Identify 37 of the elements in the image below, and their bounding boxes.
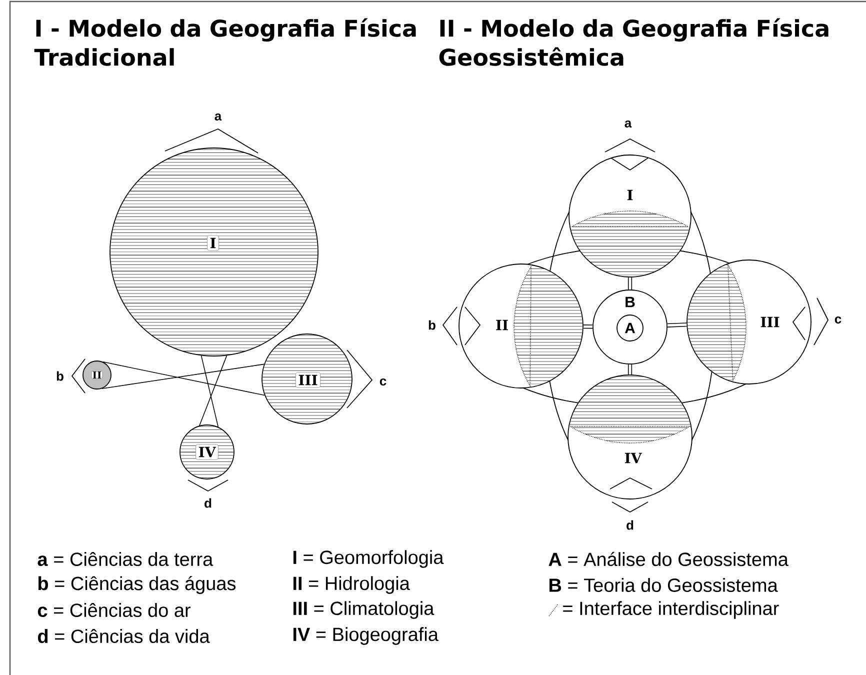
numeral-label: A xyxy=(624,322,636,334)
legend-text: B = Teoria do Geossistema xyxy=(549,578,778,592)
numeral-label: B xyxy=(626,296,635,308)
legend-text: = Interface interdisciplinar xyxy=(563,601,779,619)
numeral-label: II xyxy=(496,320,508,330)
title-heading: II - Modelo da Geografia Física Geossistêmica xyxy=(439,18,828,66)
crossing-connector xyxy=(102,362,265,396)
letter-label: d xyxy=(626,520,634,530)
letter-label: a xyxy=(624,120,632,128)
numeral-label: IV xyxy=(196,444,218,460)
numeral-label: IV xyxy=(624,452,642,464)
letter-label: c xyxy=(380,378,386,386)
legend-text: c = Ciências do ar xyxy=(38,603,191,618)
double-connector xyxy=(667,322,687,328)
double-connector xyxy=(583,324,593,329)
double-connector xyxy=(628,277,632,290)
numeral-label: I xyxy=(627,190,633,200)
legend-text: a = Ciências da terra xyxy=(38,552,214,566)
numeral-label: I xyxy=(207,235,219,251)
numeral-label: II xyxy=(91,370,103,380)
numeral-label: III xyxy=(295,372,321,388)
legend-text: III = Climatologia xyxy=(293,601,434,619)
letter-label: d xyxy=(204,498,212,508)
numeral-label: III xyxy=(760,316,780,328)
legend-text: II = Hidrologia xyxy=(293,576,410,594)
legend-text: A = Análise do Geossistema xyxy=(548,552,788,566)
legend-text: IV = Biogeografia xyxy=(293,627,438,645)
double-connector xyxy=(628,364,632,375)
legend-text: b = Ciências das águas xyxy=(38,576,236,594)
crossing-connector xyxy=(199,355,228,428)
legend-text: I = Geomorfologia xyxy=(293,550,444,568)
letter-label: b xyxy=(56,371,64,381)
letter-label: c xyxy=(834,316,842,324)
letter-label: a xyxy=(214,113,222,121)
legend-text: d = Ciências da vida xyxy=(38,629,210,644)
letter-label: b xyxy=(428,320,436,330)
title-heading: I - Modelo da Geografia Física Tradicional xyxy=(34,18,416,66)
